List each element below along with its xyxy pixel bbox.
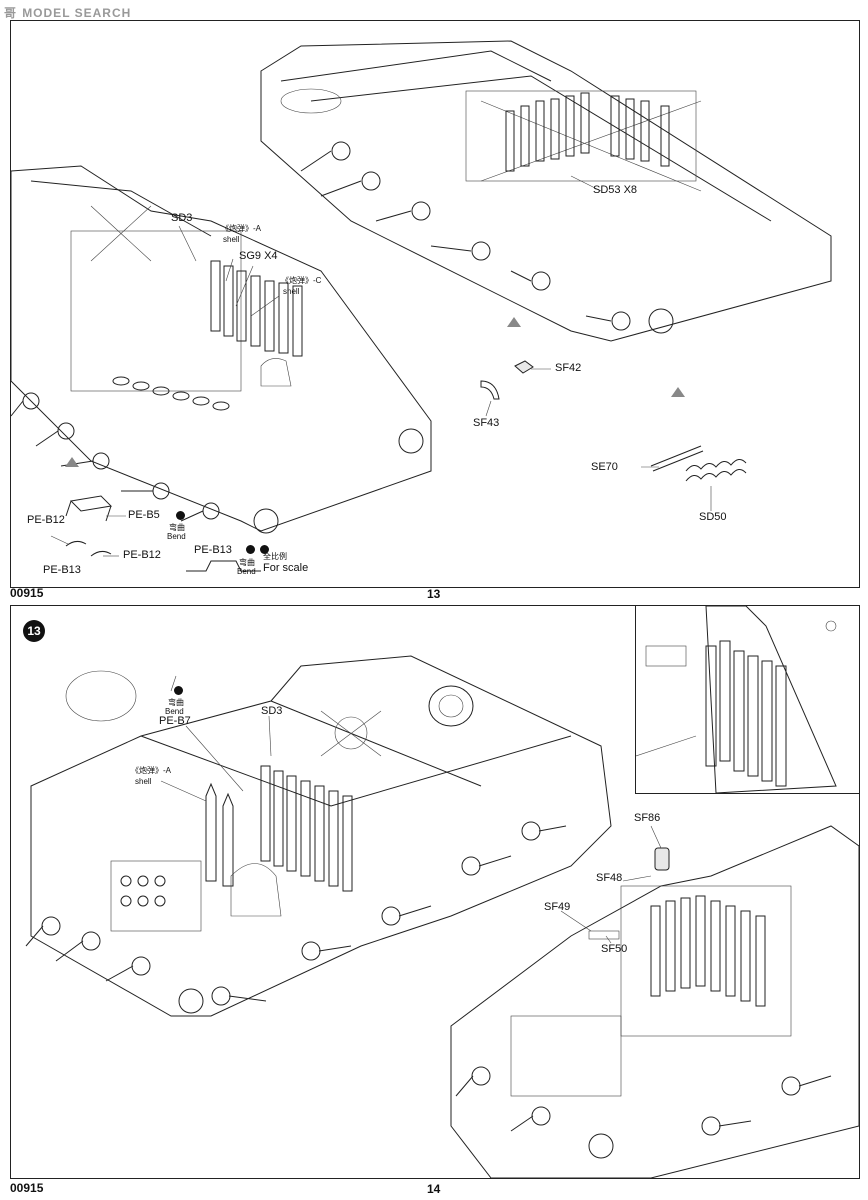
label-scale-cn: 全比例: [263, 552, 287, 561]
label-bend-cn-1: 弯曲: [169, 523, 185, 532]
label-pe-b5: PE-B5: [128, 509, 160, 521]
label-shell-a-en: shell: [223, 235, 240, 244]
site-watermark: 哥 MODEL SEARCH: [4, 4, 131, 21]
label-sd50: SD50: [699, 511, 727, 523]
label-se70: SE70: [591, 461, 618, 473]
label-sf48: SF48: [596, 872, 623, 884]
label-sd53: SD53 X8: [593, 184, 638, 196]
watermark-logo: 哥 MODEL SEARCH: [4, 6, 132, 20]
assembly-arrow-icon: [507, 317, 521, 327]
step-number-badge: 13: [23, 620, 45, 642]
hull-drawing-top: [11, 40, 832, 572]
instruction-panel-top: SD3 《炮弹》-A shell SG9 X4 《炮弹》-C shell SD5…: [10, 20, 860, 588]
label-bend-cn: 弯曲: [168, 698, 184, 707]
label-sf42: SF42: [555, 362, 582, 374]
label-bend-en-1: Bend: [167, 532, 186, 541]
label-sf86: SF86: [634, 812, 661, 824]
label-shell-a-cn: 《炮弹》-A: [131, 766, 171, 775]
bend-check-icon: [246, 545, 255, 554]
instruction-panel-bottom: 13 弯曲 Bend PE-B7 SD3 《炮弹》-A shell SF86 S…: [10, 605, 860, 1179]
label-pe-b13-a: PE-B13: [43, 564, 81, 576]
label-shell-c-en: shell: [283, 287, 300, 296]
label-shell-a-cn: 《炮弹》-A: [221, 224, 261, 233]
label-bend-en-2: Bend: [237, 567, 256, 576]
label-pe-b12-a: PE-B12: [27, 514, 65, 526]
scale-check-icon: [260, 545, 269, 554]
footer-code-top: 00915: [10, 586, 44, 600]
assembly-arrow-icon: [671, 387, 685, 397]
label-sf43: SF43: [473, 417, 500, 429]
label-sf50: SF50: [601, 943, 628, 955]
hull-drawing-bottom: [25, 655, 859, 1178]
page-number-bottom: 14: [427, 1182, 441, 1196]
label-sd3: SD3: [171, 212, 193, 224]
label-sg9: SG9 X4: [239, 250, 278, 262]
bend-check-icon: [174, 686, 183, 695]
label-scale-en: For scale: [263, 562, 309, 574]
label-pe-b13-b: PE-B13: [194, 544, 232, 556]
page-number-top: 13: [427, 587, 441, 601]
footer-code-bottom: 00915: [10, 1181, 44, 1195]
label-sf49: SF49: [544, 901, 571, 913]
assembly-arrow-icon: [65, 457, 79, 467]
label-bend-cn-2: 弯曲: [239, 558, 255, 567]
label-pe-b12-b: PE-B12: [123, 549, 161, 561]
inset-detail: [635, 606, 859, 794]
label-bend-en: Bend: [165, 707, 184, 716]
label-sd3: SD3: [261, 705, 283, 717]
label-shell-c-cn: 《炮弹》-C: [281, 276, 322, 285]
label-shell-a-en: shell: [135, 777, 152, 786]
bend-check-icon: [176, 511, 185, 520]
inset-drawing: [636, 606, 837, 793]
label-pe-b7: PE-B7: [159, 715, 191, 727]
